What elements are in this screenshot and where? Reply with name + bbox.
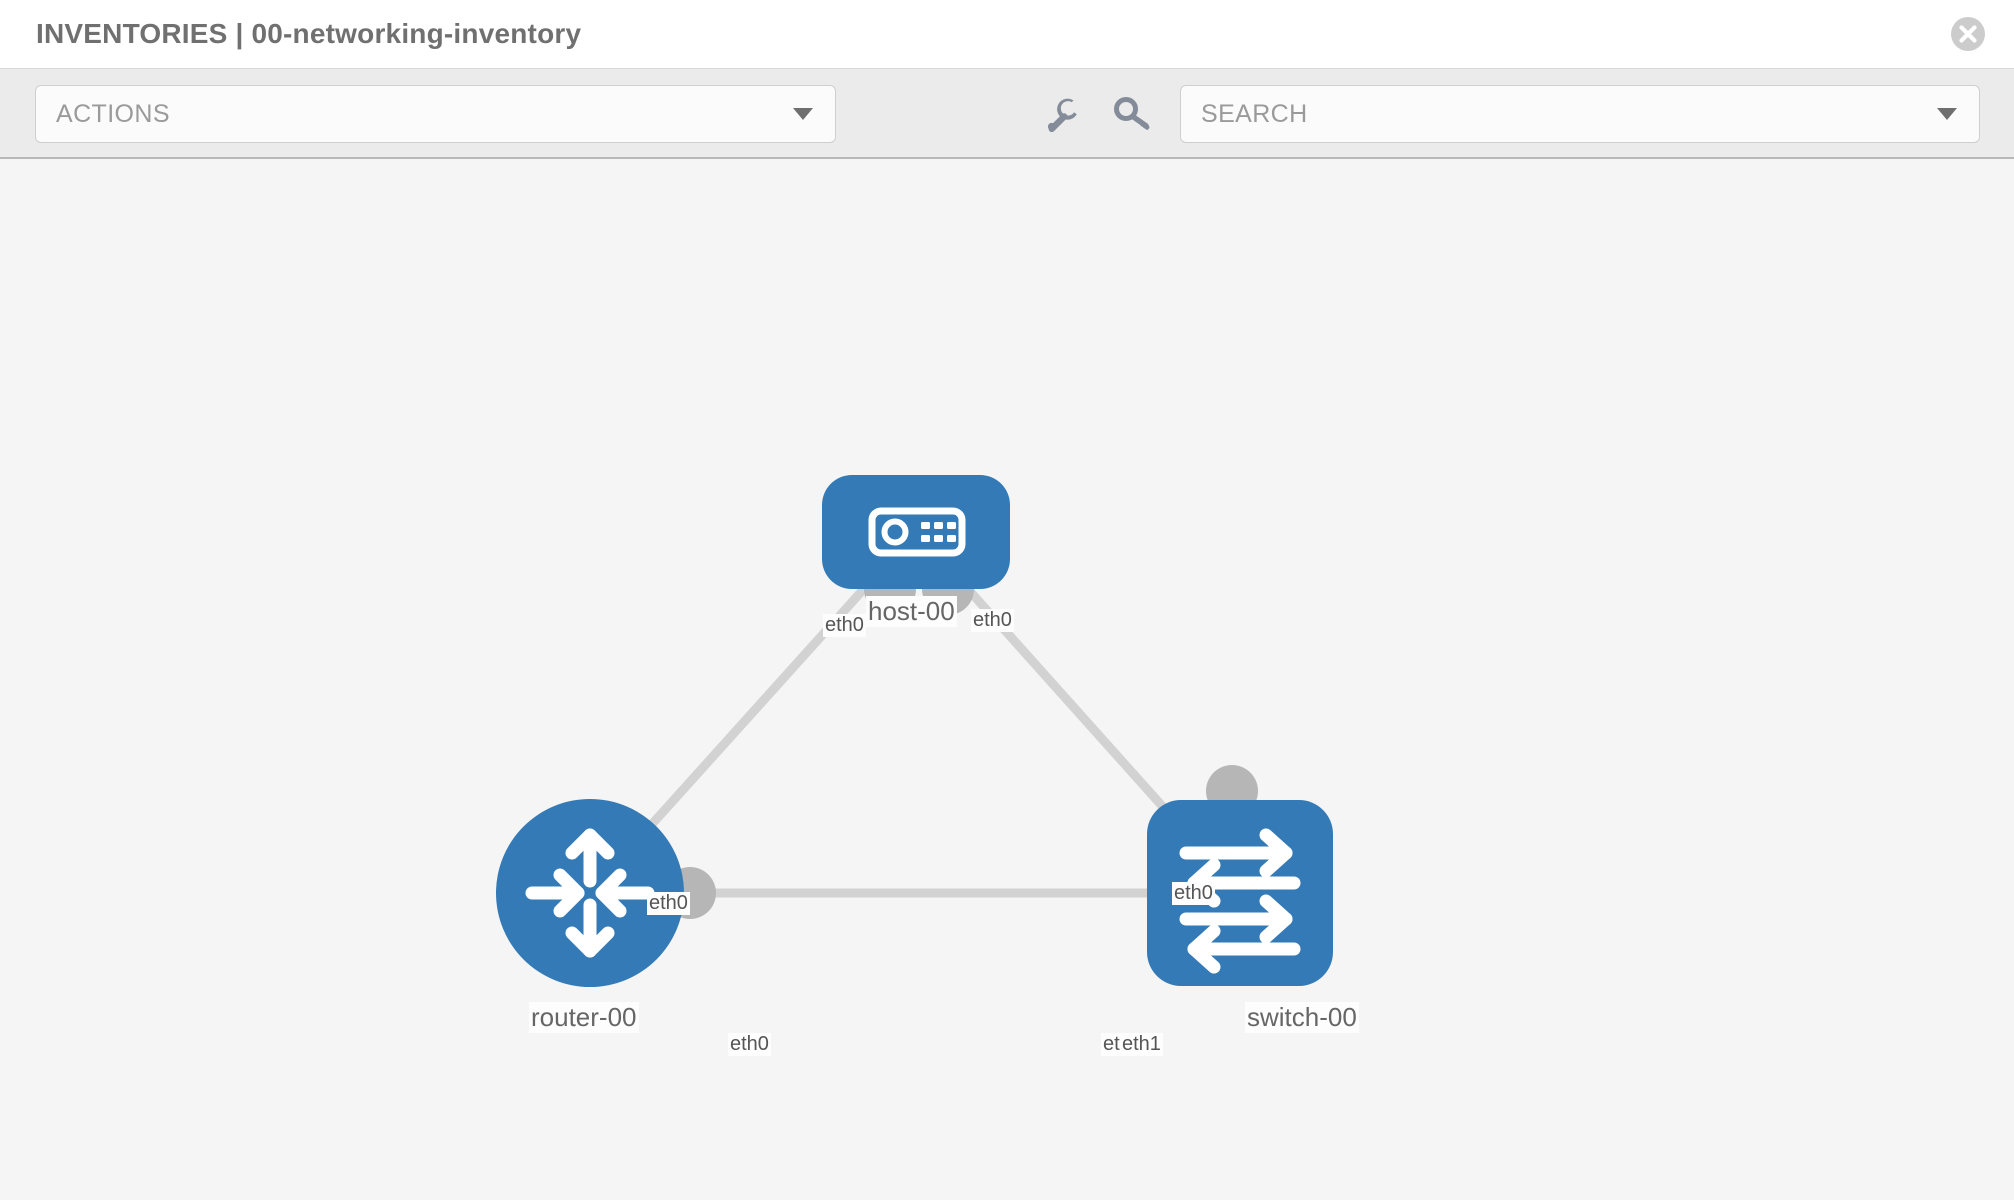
node-host-00 <box>822 475 1010 589</box>
node-label-router-00: router-00 <box>529 1002 639 1033</box>
iface-label-host-left: eth0 <box>823 614 866 637</box>
iface-label-switch-upper: eth0 <box>1172 882 1215 905</box>
server-icon <box>868 507 966 557</box>
switch-arrows-icon <box>1179 828 1301 974</box>
chevron-down-icon <box>1937 108 1957 120</box>
actions-dropdown-label: ACTIONS <box>56 99 170 128</box>
iface-label-router-upper: eth0 <box>647 892 690 915</box>
server-icon-dots <box>921 522 956 542</box>
key-icon[interactable] <box>1110 91 1156 137</box>
node-switch-00 <box>1147 800 1333 986</box>
iface-label-host-right: eth0 <box>971 609 1014 632</box>
page-header: INVENTORIES | 00-networking-inventory <box>0 0 2014 68</box>
node-label-host-00: host-00 <box>866 596 957 627</box>
topology-canvas[interactable]: host-00 router-00 switch-00 eth0 eth0 et… <box>0 159 2014 1200</box>
search-placeholder: SEARCH <box>1201 99 1308 128</box>
topology-graph <box>496 475 1333 987</box>
router-arrows-icon <box>525 828 655 958</box>
wrench-icon[interactable] <box>1040 91 1086 137</box>
iface-label-switch-left: eth1 <box>1120 1033 1163 1056</box>
actions-dropdown[interactable]: ACTIONS <box>35 85 836 143</box>
node-router-00 <box>496 799 684 987</box>
page-title: INVENTORIES | 00-networking-inventory <box>36 18 582 49</box>
node-label-switch-00: switch-00 <box>1245 1002 1359 1033</box>
chevron-down-icon <box>793 108 813 120</box>
search-input[interactable]: SEARCH <box>1180 85 1980 143</box>
toolbar: ACTIONS SEARCH <box>0 68 2014 159</box>
iface-label-router-right: eth0 <box>728 1033 771 1056</box>
close-icon[interactable] <box>1950 16 1986 52</box>
